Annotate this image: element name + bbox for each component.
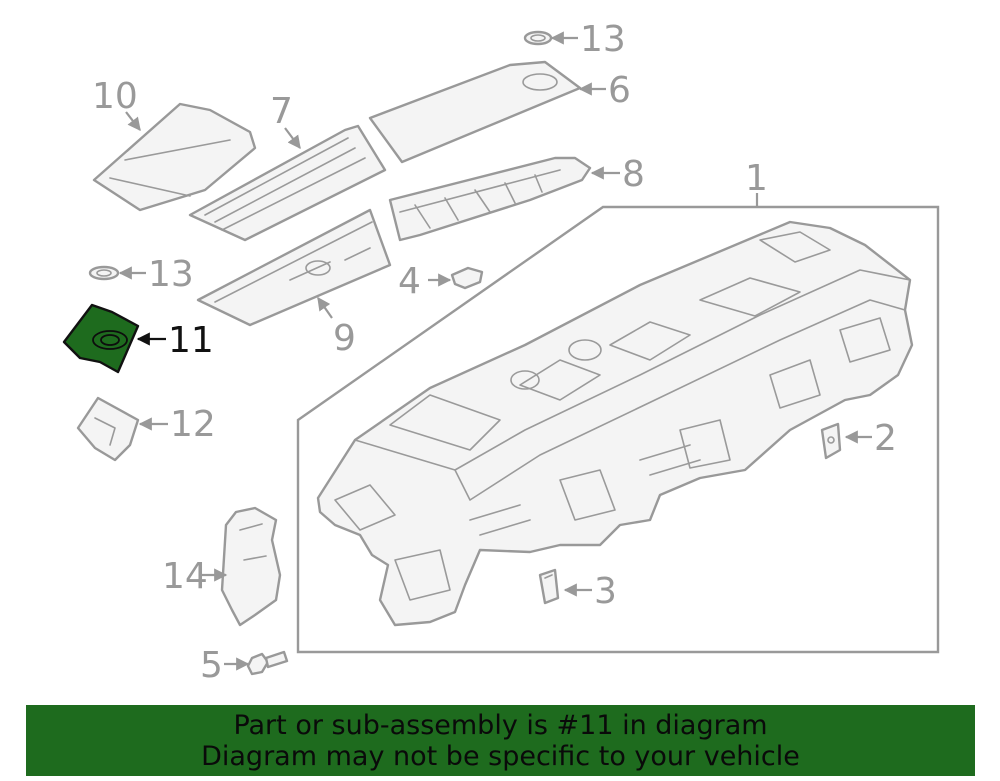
- callout-7: 7: [270, 91, 293, 132]
- callout-9: 9: [333, 318, 356, 359]
- part-2-clip: [820, 422, 842, 460]
- callout-1: 1: [745, 158, 768, 199]
- part-13-washer-left: [88, 265, 120, 281]
- part-4-bracket: [450, 266, 484, 290]
- callout-13a: 13: [580, 19, 626, 60]
- part-7-trim-strip: [188, 124, 387, 242]
- assembly-frame: [296, 205, 940, 654]
- part-13-washer-top: [523, 30, 553, 46]
- leader-7: [284, 127, 301, 150]
- leader-9: [317, 296, 333, 319]
- leader-10: [125, 111, 141, 132]
- part-14-side-trim: [220, 506, 282, 627]
- callout-12: 12: [170, 404, 216, 445]
- part-9-lower-panel: [196, 208, 392, 327]
- callout-5: 5: [200, 645, 223, 686]
- part-10-side-panel: [92, 102, 257, 212]
- callout-14: 14: [162, 556, 208, 597]
- callout-13b: 13: [148, 254, 194, 295]
- part-3-clip: [538, 568, 560, 605]
- callout-6: 6: [608, 70, 631, 111]
- callout-4: 4: [398, 261, 421, 302]
- part-12-bracket: [76, 396, 140, 462]
- part-5-bolt: [246, 650, 289, 676]
- callout-2: 2: [874, 418, 897, 459]
- part-8-panel: [388, 156, 592, 242]
- callout-8: 8: [622, 154, 645, 195]
- part-6-top-cover: [368, 60, 582, 164]
- info-banner: Part or sub-assembly is #11 in diagram D…: [26, 705, 975, 776]
- callout-3: 3: [594, 571, 617, 612]
- part-11-highlighted: [62, 303, 140, 374]
- banner-line-2: Diagram may not be specific to your vehi…: [201, 740, 800, 772]
- callout-10: 10: [92, 76, 138, 117]
- banner-line-1: Part or sub-assembly is #11 in diagram: [233, 709, 768, 741]
- part-1-instrument-panel: [316, 220, 914, 627]
- callout-11: 11: [168, 320, 214, 361]
